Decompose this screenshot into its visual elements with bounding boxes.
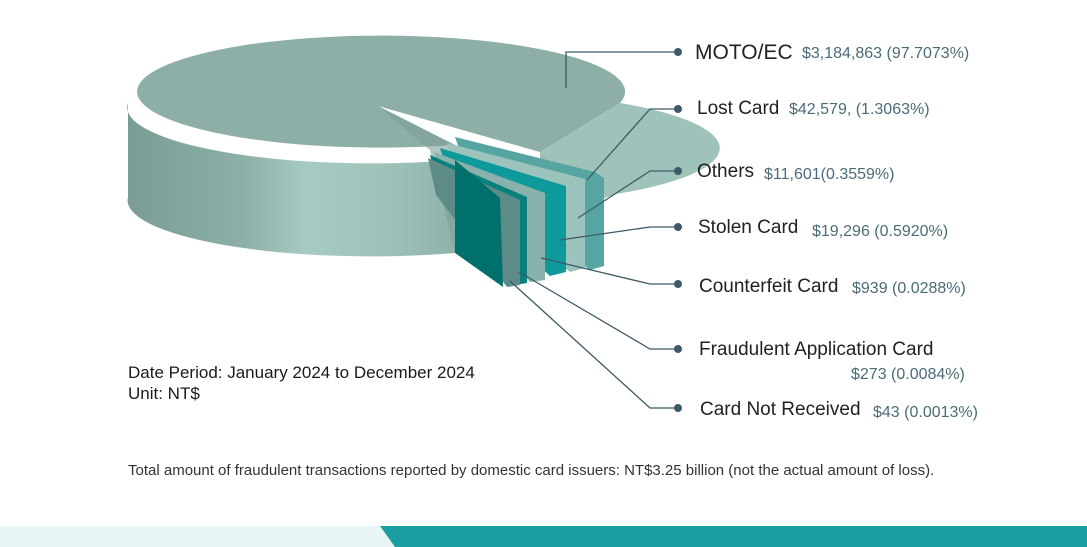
bottom-banner	[0, 526, 1087, 547]
leader-line-stolen-card	[559, 226, 678, 241]
slice-value-others: $11,601(0.3559%)	[764, 166, 894, 183]
leader-dot-others	[674, 167, 682, 175]
pie-small-slices	[428, 137, 604, 287]
leader-dot-lost-card	[674, 105, 682, 113]
slice-label-card-not-received: Card Not Received	[700, 399, 861, 420]
slice-label-lost-card: Lost Card	[697, 98, 779, 119]
slice-value-counterfeit-card: $939 (0.0288%)	[852, 280, 966, 297]
leader-dot-counterfeit-card	[674, 280, 682, 288]
slice-label-others: Others	[697, 161, 754, 182]
footnote: Total amount of fraudulent transactions …	[128, 462, 935, 479]
bottom-banner-teal	[380, 526, 1087, 547]
slice-label-fraudulent-application-card: Fraudulent Application Card	[699, 339, 933, 360]
slice-label-stolen-card: Stolen Card	[698, 217, 798, 238]
leader-lines	[509, 51, 678, 409]
slice-value-fraudulent-application-card: $273 (0.0084%)	[851, 366, 965, 383]
leader-line-counterfeit-card	[540, 257, 678, 285]
leader-dot-stolen-card	[674, 223, 682, 231]
leader-line-others	[577, 170, 678, 219]
slice-value-card-not-received: $43 (0.0013%)	[873, 404, 978, 421]
slice-value-stolen-card: $19,296 (0.5920%)	[812, 223, 948, 240]
slice-labels: MOTO/EC $3,184,863 (97.7073%) Lost Card …	[695, 41, 978, 421]
pie-slice-moto-ec-top	[137, 35, 626, 152]
pie-slice-moto-ec	[127, 35, 720, 257]
slice-label-counterfeit-card: Counterfeit Card	[699, 276, 838, 297]
leader-dots	[674, 48, 682, 412]
slice-value-moto-ec: $3,184,863 (97.7073%)	[802, 45, 969, 62]
date-period: Date Period: January 2024 to December 20…	[128, 363, 475, 382]
slice-value-lost-card: $42,579, (1.3063%)	[789, 101, 930, 118]
leader-line-moto-ec	[565, 51, 678, 88]
pie-slice-moto-ec-inner-wall	[378, 106, 455, 253]
leader-dot-card-not-received	[674, 404, 682, 412]
leader-dot-moto-ec	[674, 48, 682, 56]
leader-line-lost-card	[586, 108, 678, 181]
leader-line-fraudulent-application-card	[518, 271, 678, 350]
leader-dot-fraudulent-application-card	[674, 345, 682, 353]
pie-slice-front-face	[455, 160, 503, 287]
pie-slice-moto-ec-side	[127, 103, 455, 257]
slice-label-moto-ec: MOTO/EC	[695, 41, 793, 64]
unit-label: Unit: NT$	[128, 384, 200, 403]
leader-line-card-not-received	[509, 280, 678, 409]
